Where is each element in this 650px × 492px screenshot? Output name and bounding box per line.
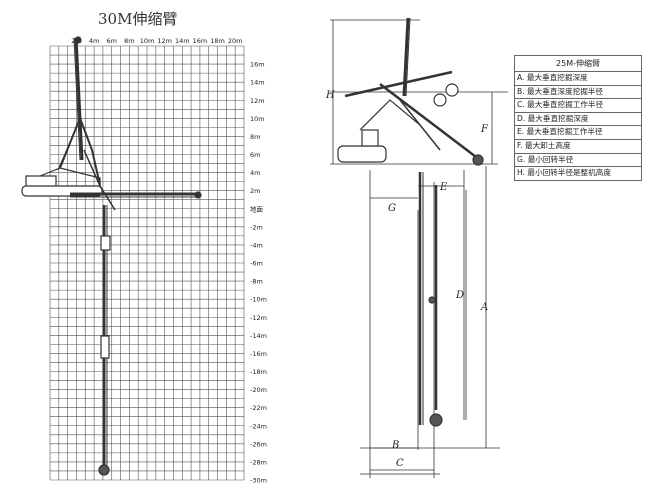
- legend-row: B. 最大垂直深度挖掘半径: [515, 86, 641, 100]
- legend-header: 25M-伸缩臂: [515, 56, 641, 72]
- x-tick-label: 6m: [106, 37, 116, 45]
- dimension-label: F: [480, 124, 489, 135]
- y-tick-label: -14m: [250, 332, 267, 340]
- y-tick-label: -24m: [250, 422, 267, 430]
- x-tick-label: 14m: [175, 37, 190, 45]
- y-tick-label: -8m: [250, 278, 263, 286]
- y-tick-label: 地面: [250, 204, 264, 213]
- x-tick-label: 4m: [89, 37, 99, 45]
- y-tick-label: -16m: [250, 350, 267, 358]
- dimension-label: G: [388, 203, 396, 214]
- dimension-label: E: [439, 182, 448, 193]
- dimension-label: H: [325, 90, 335, 101]
- x-tick-label: 16m: [193, 37, 208, 45]
- legend-table: 25M-伸缩臂 A. 最大垂直挖掘深度 B. 最大垂直深度挖掘半径 C. 最大垂…: [514, 55, 642, 181]
- dimension-label: C: [396, 458, 404, 469]
- legend-row: C. 最大垂直挖掘工作半径: [515, 99, 641, 113]
- y-tick-label: -22m: [250, 404, 267, 412]
- y-tick-label: 10m: [250, 115, 265, 123]
- y-tick-label: -18m: [250, 368, 267, 376]
- y-tick-label: 16m: [250, 61, 265, 69]
- y-tick-label: 14m: [250, 79, 265, 87]
- legend-row: A. 最大垂直挖掘深度: [515, 72, 641, 86]
- dimension-label: A: [480, 302, 488, 313]
- excavator-side-drawing: [337, 17, 484, 427]
- y-tick-label: -6m: [250, 260, 263, 268]
- diagram-title: 30M伸缩臂: [98, 10, 178, 28]
- dimension-label: B: [391, 440, 399, 451]
- y-tick-label: 4m: [250, 169, 260, 177]
- y-tick-label: -4m: [250, 241, 263, 249]
- y-tick-label: 6m: [250, 151, 260, 159]
- x-tick-label: 10m: [140, 37, 155, 45]
- y-tick-label: -30m: [250, 477, 267, 485]
- x-tick-label: 8m: [124, 37, 134, 45]
- x-tick-label: 20m: [228, 37, 243, 45]
- y-tick-label: -26m: [250, 440, 267, 448]
- legend-row: F. 最大卸土高度: [515, 140, 641, 154]
- legend-row: E. 最大垂直挖掘工作半径: [515, 126, 641, 140]
- y-axis-ticks: 16m 14m 12m 10m 8m 6m 4m 2m 地面 -2m -4m -6m -8m -10m -1…: [250, 61, 267, 485]
- legend-row: D. 最大垂直挖掘深度: [515, 113, 641, 127]
- y-tick-label: 2m: [250, 187, 260, 195]
- excavator-drawing: [21, 36, 202, 476]
- grid-lines: [49, 45, 245, 481]
- x-tick-label: 18m: [210, 37, 225, 45]
- y-tick-label: -12m: [250, 314, 267, 322]
- x-tick-label: 12m: [157, 37, 172, 45]
- y-tick-label: -10m: [250, 296, 267, 304]
- legend-row: H. 最小回转半径是整机高度: [517, 168, 611, 178]
- y-tick-label: -28m: [250, 458, 267, 466]
- y-tick-label: 12m: [250, 97, 265, 105]
- dimension-label: D: [455, 290, 464, 301]
- dimension-labels: H F E G D A BC: [325, 90, 489, 469]
- y-tick-label: -20m: [250, 386, 267, 394]
- y-tick-label: -2m: [250, 223, 263, 231]
- legend-row: G. 最小回转半径: [515, 154, 641, 168]
- y-tick-label: 8m: [250, 133, 260, 141]
